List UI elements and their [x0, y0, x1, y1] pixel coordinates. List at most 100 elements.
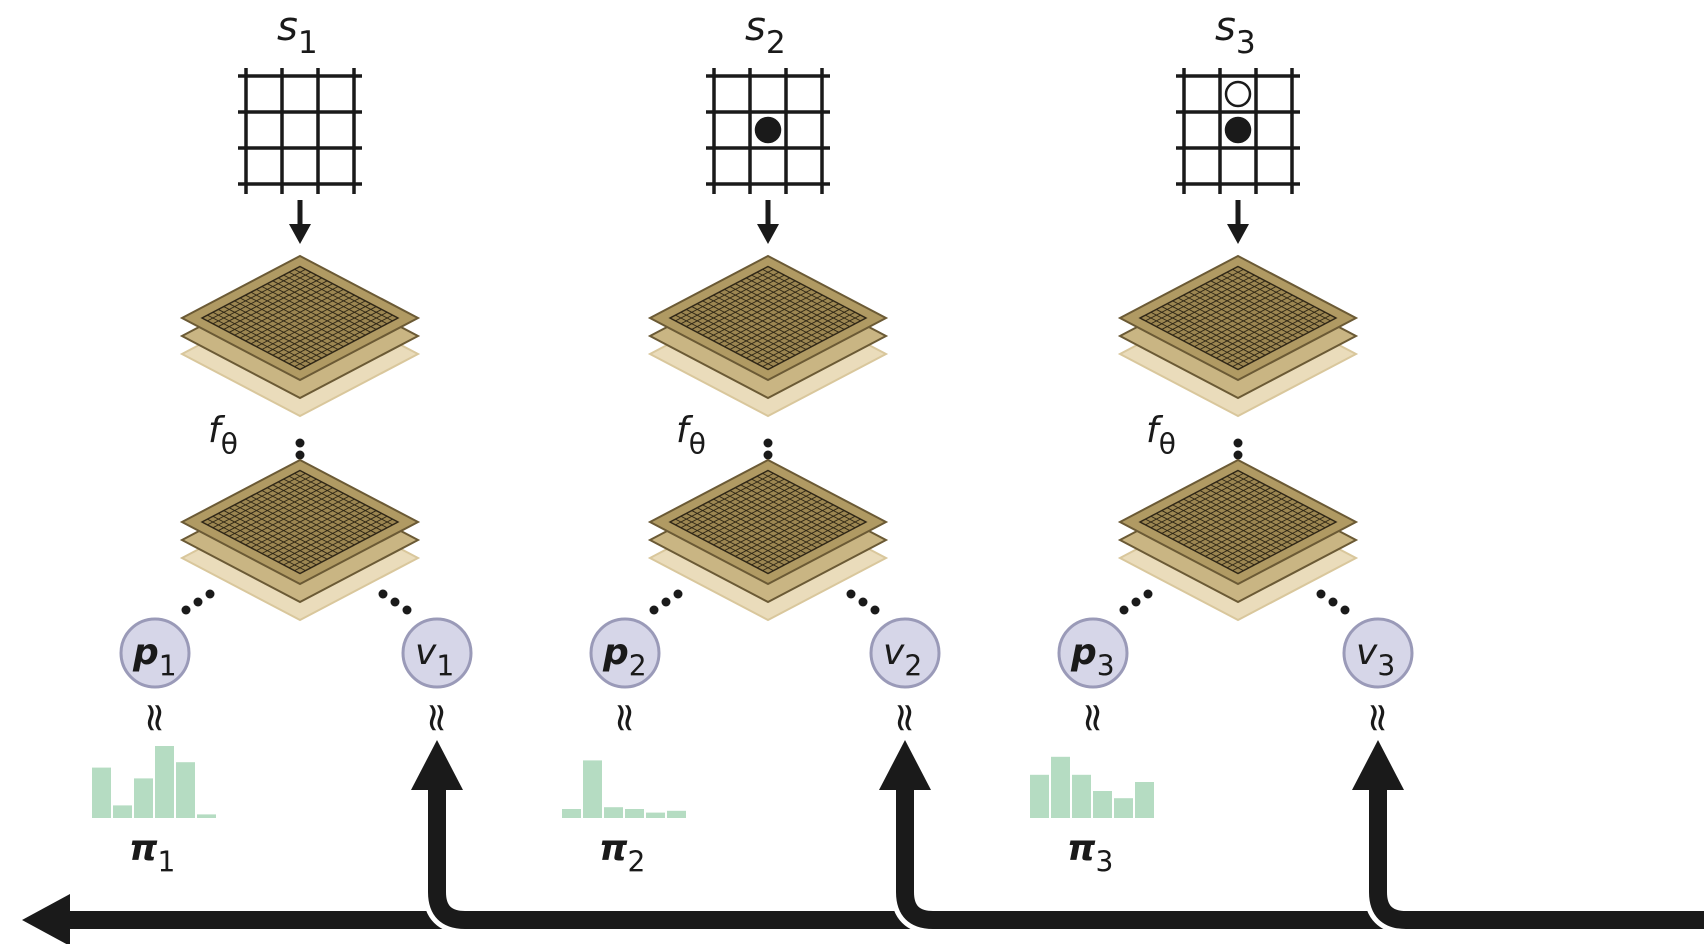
policy-node	[589, 617, 661, 689]
network-ellipsis-dot	[763, 450, 773, 460]
grid-line-a	[762, 472, 861, 526]
value-connector-dot	[870, 605, 880, 615]
network-ellipsis-dot	[1233, 450, 1243, 460]
search-prob-bar	[625, 809, 644, 818]
grid-line-b	[751, 309, 850, 362]
search-prob-bar	[583, 760, 602, 818]
grid-line-a	[294, 268, 393, 322]
grid-line-a	[1237, 470, 1337, 523]
value-connector-dot	[1328, 597, 1338, 607]
policy-node	[1057, 617, 1129, 689]
black-stone	[1224, 116, 1252, 144]
search-prob-bar	[1135, 782, 1154, 818]
value-node	[401, 617, 473, 689]
grid-line-b	[1232, 314, 1331, 368]
grid-line-b	[1221, 309, 1320, 362]
policy-label-letter: p	[132, 632, 159, 673]
grid-line-a	[1226, 271, 1326, 325]
search-probabilities-chart	[562, 760, 686, 818]
state-label-letter: s	[745, 4, 766, 50]
search-prob-bar	[1072, 774, 1091, 818]
layer-grid-upper	[201, 266, 399, 370]
network-label: fθ	[208, 410, 238, 461]
grid-line-b	[767, 317, 867, 370]
network-ellipsis-dot	[295, 450, 305, 460]
grid-line-a	[288, 271, 388, 325]
grid-line-b	[1237, 317, 1337, 370]
policy-connector-dot	[1131, 597, 1141, 607]
search-prob-bar	[1051, 756, 1070, 818]
search-label: π1	[129, 828, 175, 879]
policy-node	[119, 617, 191, 689]
policy-approx-symbol: ≈	[602, 701, 648, 735]
value-connector-dot	[846, 589, 856, 599]
input-arrow-head	[1227, 224, 1249, 244]
value-label: v1	[415, 632, 454, 683]
value-connector-dot	[1340, 605, 1350, 615]
state-label-index: 1	[298, 25, 318, 61]
value-label: v2	[883, 632, 922, 683]
grid-line-a	[767, 470, 867, 523]
state-label: s2	[745, 4, 786, 61]
value-connector-dot	[1316, 589, 1326, 599]
search-prob-bar	[562, 809, 581, 818]
grid-line-b	[1226, 311, 1326, 365]
outcome-branch	[428, 788, 877, 929]
search-prob-bar	[646, 812, 665, 818]
grid-line-b	[299, 521, 399, 574]
network-ellipsis-dot	[1233, 438, 1243, 448]
search-label-letter: π	[599, 828, 628, 869]
policy-label: p1	[132, 632, 177, 683]
value-approx-symbol: ≈	[882, 701, 928, 735]
grid-line-a	[756, 271, 856, 325]
search-probabilities-chart	[1030, 756, 1154, 818]
policy-connector-dot	[205, 589, 215, 599]
search-prob-bar	[667, 810, 686, 818]
policy-connector-dot	[1143, 589, 1153, 599]
policy-label-index: 1	[159, 650, 177, 683]
search-label: π3	[1067, 828, 1113, 879]
outcome-branch	[1369, 788, 1704, 929]
grid-line-b	[756, 311, 856, 365]
grid-line-b	[1221, 513, 1320, 566]
value-node	[869, 617, 941, 689]
grid-line-a	[762, 268, 861, 322]
white-stone	[1224, 80, 1252, 108]
outcome-branch	[896, 788, 1345, 929]
policy-label-letter: p	[602, 632, 629, 673]
policy-connector-dot	[661, 597, 671, 607]
policy-connector-dot	[193, 597, 203, 607]
input-arrow-head	[757, 224, 779, 244]
state-label-letter: s	[277, 4, 298, 50]
state-board	[238, 68, 362, 194]
grid-line-b	[283, 513, 382, 566]
outcome-branch-head	[879, 740, 931, 790]
search-label-letter: π	[129, 828, 158, 869]
search-label: π2	[599, 828, 645, 879]
value-approx-symbol: ≈	[1355, 701, 1401, 735]
search-prob-bar	[176, 762, 195, 818]
grid-line-a	[1232, 472, 1331, 526]
policy-connector-dot	[649, 605, 659, 615]
value-label-letter: v	[883, 632, 905, 673]
value-label: v3	[1356, 632, 1395, 683]
value-label-index: 1	[436, 650, 454, 683]
grid-line-a	[1232, 268, 1331, 322]
search-prob-bar	[197, 814, 216, 818]
layer-grid-lower	[1139, 470, 1337, 574]
grid-line-b	[762, 314, 861, 368]
network-label: fθ	[676, 410, 706, 461]
grid-line-a	[767, 266, 867, 319]
policy-connector-dot	[181, 605, 191, 615]
outcome-branch-gap	[423, 788, 877, 934]
grid-line-a	[294, 472, 393, 526]
network-label-index: θ	[1159, 428, 1176, 461]
search-prob-bar	[1030, 774, 1049, 818]
grid-line-a	[1237, 266, 1337, 319]
grid-line-b	[283, 309, 382, 362]
value-connector-dot	[378, 589, 388, 599]
grid-line-b	[288, 311, 388, 365]
